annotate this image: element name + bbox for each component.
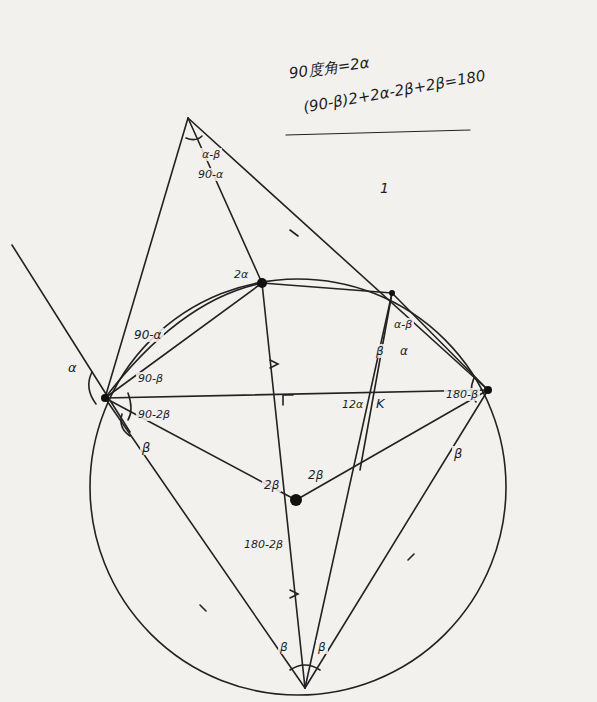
segment (392, 293, 488, 390)
tick-mark (408, 554, 414, 560)
angle-arc (89, 372, 96, 404)
segment (105, 118, 188, 398)
angle-label: β (278, 640, 290, 654)
angle-label: 180-2β (242, 538, 285, 551)
angle-label: 2α (232, 268, 250, 281)
segment (262, 283, 392, 293)
segment (188, 118, 262, 283)
point (389, 290, 395, 296)
angle-label: 1 (378, 180, 391, 196)
angle-label: β (374, 344, 386, 358)
angle-label: 2β (262, 478, 281, 492)
angle-label: α-β (392, 318, 414, 331)
angle-label: 90-α (132, 328, 164, 342)
tick-mark (270, 360, 278, 368)
segment (105, 283, 262, 398)
point (101, 394, 109, 402)
tick-mark (290, 590, 298, 598)
segment (360, 293, 392, 470)
angle-label: α (66, 360, 79, 375)
angle-label: α (398, 344, 410, 358)
segment (305, 293, 392, 688)
segment (296, 390, 488, 500)
angle-arc (128, 393, 131, 420)
angle-arc (121, 414, 130, 436)
point (290, 494, 302, 506)
segment (262, 283, 305, 688)
strike-line (286, 130, 470, 135)
angle-label: β (140, 440, 152, 455)
circle (90, 279, 506, 695)
angle-label: 12α (340, 398, 365, 411)
segment (105, 398, 296, 500)
point (257, 278, 267, 288)
angle-label: K (374, 396, 387, 411)
angle-label: 90-2β (136, 408, 172, 421)
tick-mark (200, 605, 206, 611)
tangent-line (12, 245, 130, 432)
segment (188, 118, 488, 390)
segment (305, 390, 488, 688)
angle-label: 90度角=2α (286, 54, 373, 83)
angle-label: 90-α (196, 168, 225, 181)
angle-arc (186, 136, 202, 140)
segment (105, 283, 262, 398)
angle-label: 90-β (136, 372, 165, 385)
angle-label: β (316, 640, 328, 654)
angle-arc (290, 665, 320, 670)
right-angle-mark (283, 395, 293, 405)
angle-label: 180-β (444, 388, 480, 401)
segment (105, 390, 488, 398)
point (484, 386, 492, 394)
angle-label: α-β (200, 148, 222, 161)
angle-label: 2β (306, 468, 325, 482)
segment (105, 398, 305, 688)
angle-label: β (452, 446, 464, 461)
tick-mark (290, 230, 298, 236)
